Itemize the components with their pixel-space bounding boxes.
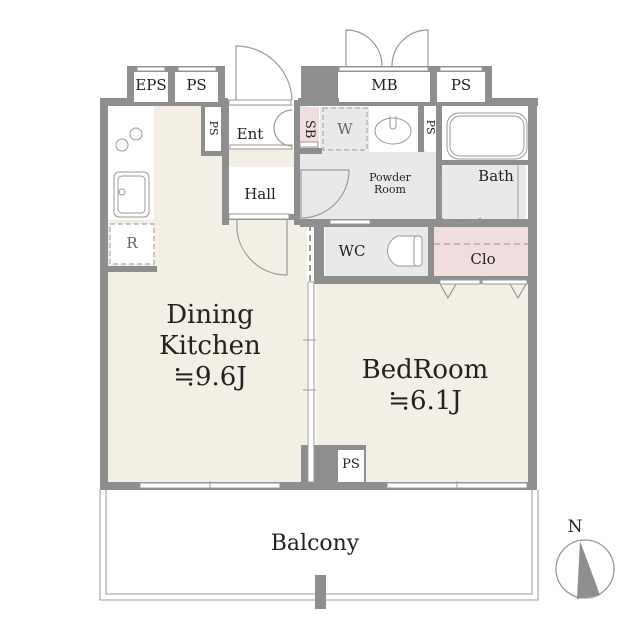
bath-label: Bath	[478, 167, 514, 185]
balcony-label: Balcony	[270, 531, 360, 556]
refrigerator-label: R	[126, 234, 138, 252]
wc-label: WC	[338, 242, 366, 260]
dining-kitchen-label-line2: Kitchen	[159, 331, 261, 362]
powder-room-label-line2: Room	[374, 183, 406, 197]
hall-label: Hall	[244, 185, 276, 203]
kitchen-sink-inner	[117, 175, 146, 214]
bathtub-inner	[449, 115, 525, 157]
meter-box-label: MB	[371, 76, 398, 94]
ps-top-left-box	[175, 72, 218, 102]
powder-room-label-line1: Powder	[369, 171, 411, 184]
faucet-icon	[389, 116, 397, 130]
shoe-box-label: SB	[302, 119, 318, 139]
toilet-icon	[387, 235, 416, 267]
drain-icon	[118, 188, 126, 196]
sink-area	[369, 107, 418, 152]
bathtub-icon	[446, 112, 528, 160]
doors	[235, 29, 527, 300]
ps-top-right-box	[437, 72, 485, 102]
bedroom-area: ≒6.1J	[388, 386, 462, 417]
kitchen-counter	[107, 104, 154, 220]
powder-room-label: Powder Room	[350, 171, 430, 197]
ps-powder-box	[424, 107, 436, 150]
bedroom-label-name: BedRoom	[361, 355, 489, 385]
ps-powder-label: PS	[424, 119, 438, 135]
washer-label: W	[337, 120, 353, 138]
closet-floor	[434, 227, 533, 277]
dining-kitchen-area: ≒9.6J	[173, 362, 247, 393]
entrance-label: Ent	[236, 125, 264, 143]
hall-floor	[228, 167, 294, 214]
stove-burner-icon	[129, 127, 143, 141]
ps-top-right-label: PS	[450, 76, 472, 94]
washer-space	[322, 107, 368, 151]
balcony-partition	[315, 575, 326, 609]
ps-kitchen-box	[205, 107, 221, 151]
dining-kitchen-label-line1: Dining	[166, 300, 254, 330]
shoe-box	[299, 107, 319, 149]
ps-bottom-box	[338, 450, 364, 482]
walls	[100, 66, 538, 490]
bedroom-label: BedRoom ≒6.1J	[345, 355, 505, 417]
eps-box	[134, 72, 168, 102]
sink-basin-icon	[374, 117, 412, 145]
eps-label: EPS	[135, 76, 167, 94]
mb-box	[339, 72, 430, 102]
closet-label: Clo	[470, 250, 496, 268]
bath-floor	[441, 165, 526, 220]
refrigerator-space	[109, 223, 155, 265]
kitchen-sink-icon	[113, 171, 150, 218]
ps-kitchen-label: PS	[207, 120, 221, 136]
compass-north-label: N	[567, 517, 583, 537]
ps-top-left-label: PS	[186, 76, 207, 94]
stove-burner-icon	[115, 138, 129, 152]
ps-bottom-label: PS	[342, 457, 360, 472]
dining-kitchen-label: Dining Kitchen ≒9.6J	[130, 300, 290, 394]
compass-icon	[555, 539, 615, 599]
bathtub-area	[442, 107, 527, 160]
toilet-tank	[413, 235, 423, 267]
